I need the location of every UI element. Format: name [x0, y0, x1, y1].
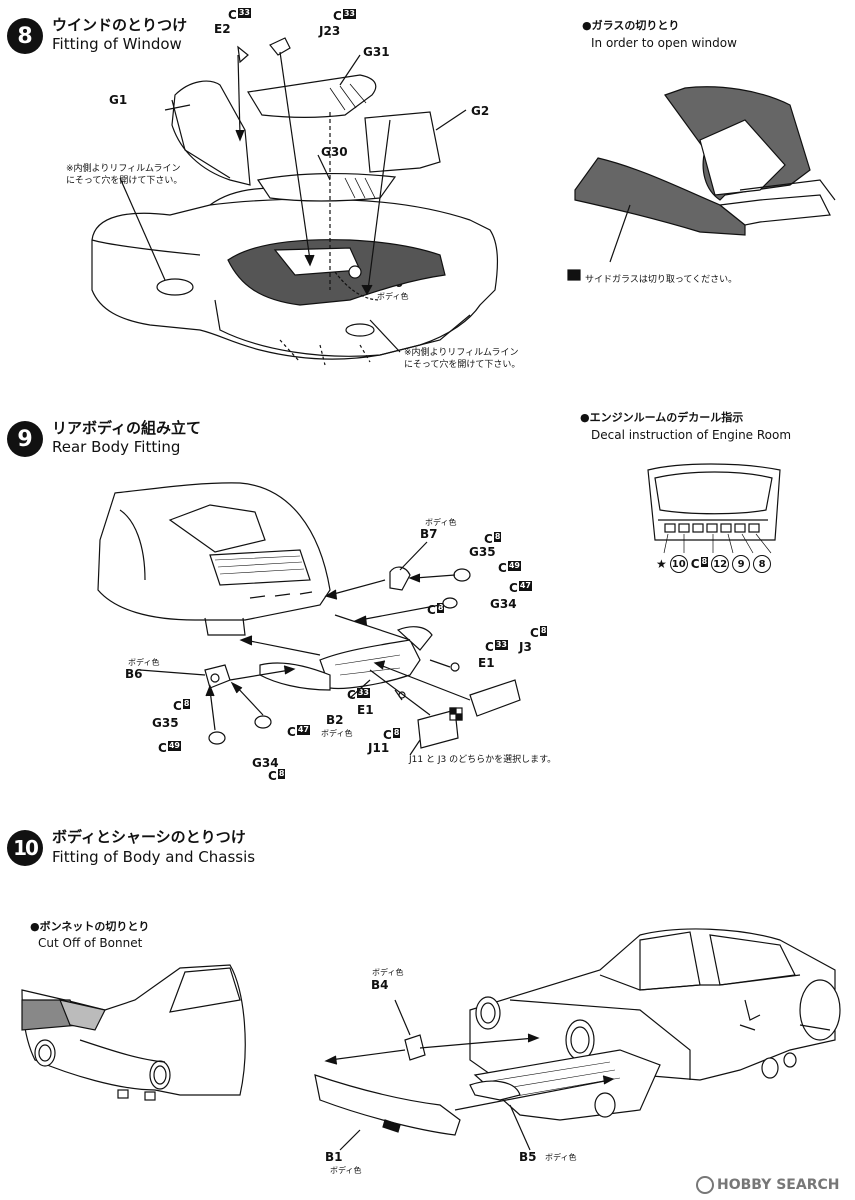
label-g35-b: G35 — [152, 716, 179, 730]
label-j11: J11 — [368, 741, 390, 755]
glass-cut-title-en: In order to open window — [591, 36, 737, 50]
label-g31: G31 — [363, 45, 390, 59]
label-e2: E2 — [214, 22, 231, 36]
step10-title-jp: ボディとシャーシのとりつけ — [52, 828, 246, 846]
step9-title-en: Rear Body Fitting — [52, 438, 181, 456]
label-b6-body-color: ボディ色 — [128, 658, 160, 667]
label-b5-body-color: ボディ色 — [545, 1153, 577, 1162]
star-icon: ★ — [656, 557, 667, 571]
label-g34-a: G34 — [490, 597, 517, 611]
label-b5: B5 — [519, 1150, 537, 1164]
label-g1: G1 — [109, 93, 128, 107]
step8-note-drill-right: ※内側よりリフィルムライン にそって穴を開けて下さい。 — [404, 348, 521, 370]
bonnet-cut-title-jp: ●ボンネットの切りとり — [30, 920, 150, 933]
engine-decal-title-en: Decal instruction of Engine Room — [591, 428, 792, 442]
step8-title-jp: ウインドのとりつけ — [52, 16, 188, 34]
glass-cut-title-jp: ●ガラスの切りとり — [582, 19, 680, 32]
label-j3: J3 — [519, 640, 532, 654]
label-b1: B1 — [325, 1150, 343, 1164]
hobby-search-logo-icon — [696, 1176, 714, 1194]
label-b7-body-color: ボディ色 — [425, 518, 457, 527]
decal-number: 8 — [753, 555, 772, 573]
decal-number: 9 — [732, 555, 751, 573]
label-b4-body-color: ボディ色 — [372, 968, 404, 977]
label-b4: B4 — [371, 978, 389, 992]
label-b2: B2 — [326, 713, 344, 727]
part-selection-note: J11 と J3 のどちらかを選択します。 — [409, 755, 557, 765]
label-b7: B7 — [420, 527, 438, 541]
label-e1-a: E1 — [478, 656, 495, 670]
step8-illustration — [91, 37, 836, 366]
side-glass-note: サイドガラスは切り取ってください。 — [585, 275, 738, 285]
label-g2: G2 — [471, 104, 490, 118]
label-e1-b: E1 — [357, 703, 374, 717]
watermark: HOBBY SEARCH — [696, 1176, 839, 1194]
label-b2-body-color: ボディ色 — [321, 729, 353, 738]
label-k46-body-color: ボディ色 — [377, 292, 409, 301]
step10-title-en: Fitting of Body and Chassis — [52, 848, 256, 866]
decal-number: 10 — [669, 555, 688, 573]
label-b6: B6 — [125, 667, 143, 681]
bonnet-cut-title-en: Cut Off of Bonnet — [38, 936, 143, 950]
step-number-8: 8 — [7, 18, 43, 54]
step8-title-en: Fitting of Window — [52, 35, 182, 53]
label-b1-body-color: ボディ色 — [330, 1166, 362, 1175]
step8-note-drill-left: ※内側よりリフィルムライン にそって穴を開けて下さい。 — [66, 164, 183, 186]
step9-title-jp: リアボディの組み立て — [52, 419, 201, 437]
label-g35-a: G35 — [469, 545, 496, 559]
label-g34-b: G34 — [252, 756, 279, 770]
step-number-10: 10 — [7, 830, 43, 866]
label-j23: J23 — [319, 24, 341, 38]
engine-decal-title-jp: ●エンジンルームのデカール指示 — [580, 411, 744, 424]
label-g30: G30 — [321, 145, 348, 159]
step-number-9: 9 — [7, 421, 43, 457]
decal-number: 12 — [711, 555, 730, 573]
step9-illustration — [97, 463, 781, 756]
